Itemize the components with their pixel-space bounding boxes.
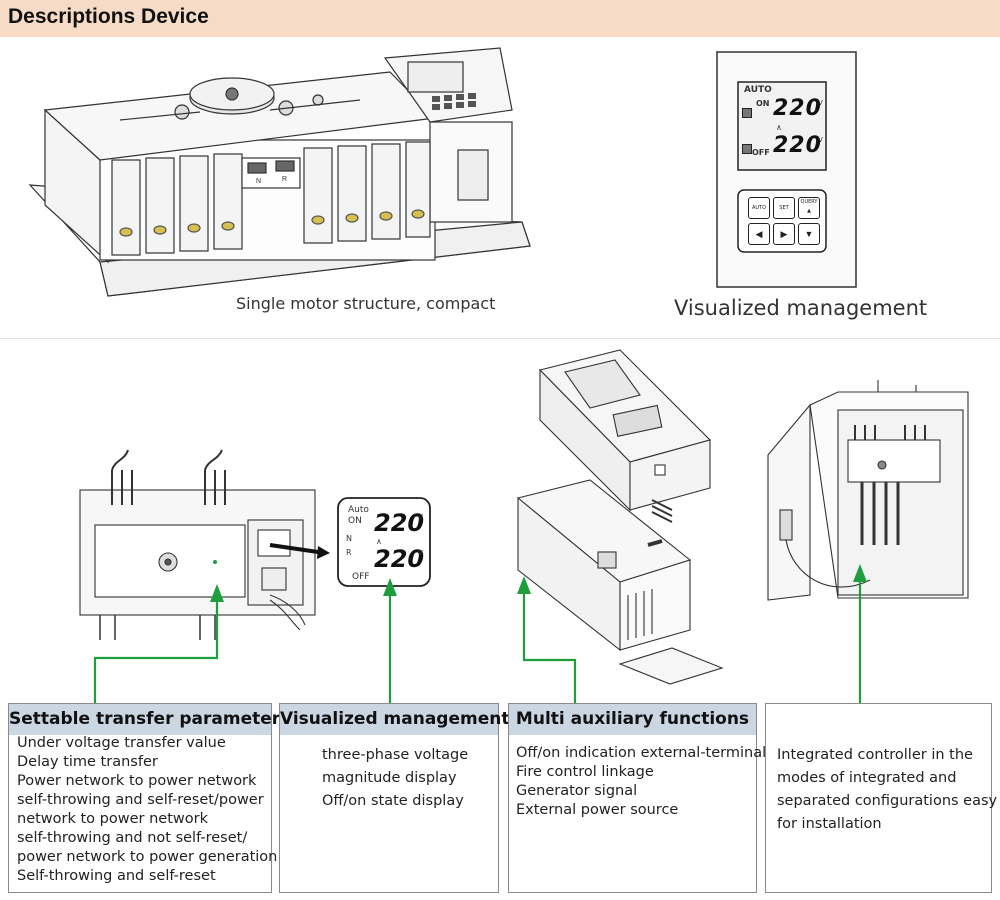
feature-line: separated configurations easy <box>777 793 998 809</box>
feature-line: Off/on state display <box>322 793 464 809</box>
feature-line: Delay time transfer <box>17 754 158 770</box>
display-voltage-2: 220 <box>374 545 425 573</box>
feature-box-text: three-phase voltage magnitude display Of… <box>322 744 468 813</box>
feature-line: self-throwing and self-reset/power <box>17 792 264 808</box>
panel-unit-1: V <box>818 99 823 107</box>
feature-line: Off/on indication external-terminal <box>516 745 767 761</box>
svg-text:R: R <box>282 176 287 183</box>
caption-visualized-management: Visualized management <box>674 296 928 320</box>
feature-line: Fire control linkage <box>516 764 654 780</box>
display-voltage-1: 220 <box>374 509 425 537</box>
feature-box-transfer-parameter: Settable transfer parameter Under voltag… <box>8 703 280 893</box>
feature-line: modes of integrated and <box>777 770 957 786</box>
display-off-label: OFF <box>352 572 370 582</box>
installed-switch-illustration <box>79 449 316 640</box>
feature-box-text: Integrated controller in the modes of in… <box>777 744 997 836</box>
transfer-switch-illustration: N R <box>28 47 531 297</box>
panel-right-button[interactable]: ▶ <box>773 223 795 245</box>
auto-button-label: AUTO <box>751 205 767 211</box>
feature-line: network to power network <box>17 811 208 827</box>
feature-line: Self-throwing and self-reset <box>17 868 216 884</box>
panel-on-indicator <box>742 108 752 118</box>
top-illustrations: N R <box>28 47 857 297</box>
feature-box-visualized-management: Visualized management three-phase voltag… <box>279 703 509 893</box>
panel-down-button[interactable]: ▼ <box>798 223 820 245</box>
panel-off-label: OFF <box>752 148 770 157</box>
feature-line: Power network to power network <box>17 773 257 789</box>
feature-box-title: Visualized management <box>280 704 509 735</box>
feature-line: Generator signal <box>516 783 638 799</box>
display-auto-label: Auto <box>348 505 369 515</box>
feature-box-integrated-controller: Integrated controller in the modes of in… <box>765 703 997 893</box>
feature-box-text: Off/on indication external-terminal Fire… <box>516 744 766 820</box>
display-unit-1: V <box>418 513 423 521</box>
feature-line: Integrated controller in the <box>777 747 973 763</box>
section-divider <box>0 338 1000 339</box>
green-callout-arrows <box>93 578 862 703</box>
feature-line: Under voltage transfer value <box>17 735 226 751</box>
panel-off-indicator <box>742 144 752 154</box>
display-on-label: ON <box>348 516 362 526</box>
feature-line: magnitude display <box>322 770 457 786</box>
panel-left-button[interactable]: ◀ <box>748 223 770 245</box>
section-header: Descriptions Device <box>0 0 1000 37</box>
feature-box-text: Under voltage transfer value Delay time … <box>17 734 277 886</box>
feature-line: External power source <box>516 802 679 818</box>
separated-controller-illustration <box>516 349 724 685</box>
panel-voltage-on: 220 <box>773 96 822 121</box>
feature-line: three-phase voltage <box>322 747 469 763</box>
feature-line: power network to power generation <box>17 849 278 865</box>
display-caret: ∧ <box>376 537 382 546</box>
display-unit-2: V <box>418 549 423 557</box>
zoom-arrow <box>269 543 319 554</box>
panel-auto-button[interactable]: AUTO <box>748 197 770 219</box>
display-r-label: R <box>346 548 352 557</box>
feature-box-title: Multi auxiliary functions <box>509 704 756 735</box>
feature-box-title: Settable transfer parameter <box>9 704 280 735</box>
panel-query-button[interactable]: QUERY▲ <box>798 197 820 219</box>
feature-line: for installation <box>777 816 882 832</box>
query-button-label: QUERY <box>800 199 818 205</box>
panel-unit-2: V <box>818 136 823 144</box>
section-title: Descriptions Device <box>8 5 209 28</box>
feature-box-auxiliary-functions: Multi auxiliary functions Off/on indicat… <box>508 703 766 893</box>
zoomed-display <box>337 497 431 587</box>
panel-voltage-off: 220 <box>773 133 822 158</box>
panel-auto-label: AUTO <box>744 85 772 95</box>
feature-line: self-throwing and not self-reset/ <box>17 830 248 846</box>
panel-caret: ∧ <box>776 123 782 132</box>
svg-text:N: N <box>256 178 261 185</box>
cabinet-illustration <box>767 380 969 601</box>
panel-set-button[interactable]: SET <box>773 197 795 219</box>
display-n-label: N <box>346 534 352 543</box>
set-button-label: SET <box>779 205 789 211</box>
panel-on-label: ON <box>756 99 770 108</box>
caption-single-motor: Single motor structure, compact <box>236 294 496 313</box>
